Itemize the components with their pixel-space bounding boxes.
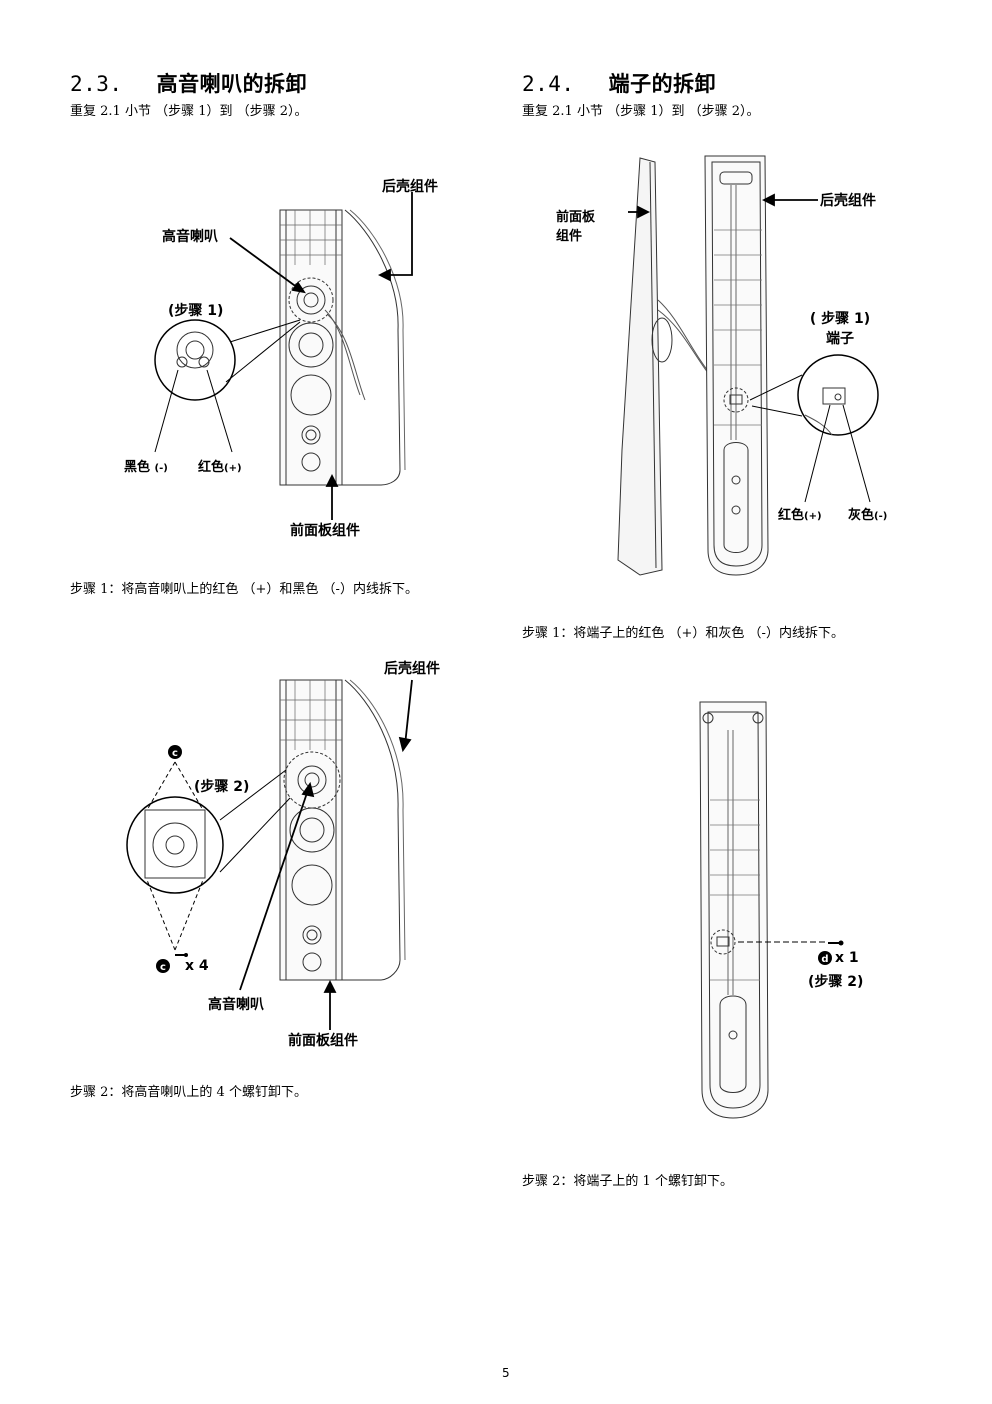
section-heading-2-3: 2.3. 高音喇叭的拆卸 <box>70 68 307 98</box>
caption-terminal-step1: 步骤 1：将端子上的红色 （+）和灰色 （-）内线拆下。 <box>522 626 844 641</box>
label-rear-case-r: 后壳组件 <box>820 193 876 209</box>
heading-number: 2.3. <box>70 72 123 96</box>
label-step2-terminal: (步骤 2) <box>808 974 864 990</box>
tweeter-step1-illustration <box>154 192 413 520</box>
caption-step2: 步骤 2：将高音喇叭上的 4 个螺钉卸下。 <box>70 1085 307 1100</box>
screw-icon <box>828 940 844 946</box>
label-screw-count: x 4 <box>185 958 209 974</box>
caption-step1: 步骤 1：将高音喇叭上的红色 （+）和黑色 （-）内线拆下。 <box>70 582 418 597</box>
terminal-step1-illustration <box>617 155 879 576</box>
label-tweeter-2: 高音喇叭 <box>208 997 264 1013</box>
tweeter-step2-illustration: c c <box>126 679 413 1030</box>
terminal-step2-illustration: d <box>699 701 844 1119</box>
label-step1-terminal: ( 步骤 1) 端子 <box>809 311 871 347</box>
page-number: 5 <box>502 1366 510 1380</box>
heading-title: 高音喇叭的拆卸 <box>156 72 308 96</box>
heading-number: 2.4. <box>522 72 575 96</box>
label-gray-wire-r: 灰色(-) <box>848 508 888 523</box>
heading-title: 端子的拆卸 <box>608 72 717 96</box>
label-front-panel: 前面板组件 <box>290 523 360 539</box>
label-rear-case: 后壳组件 <box>382 179 438 195</box>
repeat-note-2: 重复 2.1 小节 （步骤 1）到 （步骤 2）。 <box>522 104 760 119</box>
caption-terminal-step2: 步骤 2：将端子上的 1 个螺钉卸下。 <box>522 1174 733 1189</box>
screw-d-marker: d <box>821 954 828 965</box>
section-heading-2-4: 2.4. 端子的拆卸 <box>522 68 716 98</box>
label-rear-case-2: 后壳组件 <box>384 661 440 677</box>
label-tweeter: 高音喇叭 <box>162 229 218 245</box>
label-front-panel-2: 前面板组件 <box>288 1033 358 1049</box>
label-red-wire-r: 红色(+) <box>778 508 822 523</box>
screw-c-marker-bottom: c <box>160 962 166 973</box>
repeat-note: 重复 2.1 小节 （步骤 1）到 （步骤 2）。 <box>70 104 308 119</box>
screw-c-marker-top: c <box>172 748 178 759</box>
label-step1: (步骤 1) <box>168 303 224 319</box>
label-red-wire: 红色(+) <box>198 460 242 475</box>
label-screw-count-d: x 1 <box>835 950 859 966</box>
label-step2: (步骤 2) <box>194 779 250 795</box>
label-black-wire: 黑色 (-) <box>124 460 168 475</box>
label-front-panel-r: 前面板 组件 <box>556 210 596 244</box>
screw-icon <box>175 953 188 957</box>
